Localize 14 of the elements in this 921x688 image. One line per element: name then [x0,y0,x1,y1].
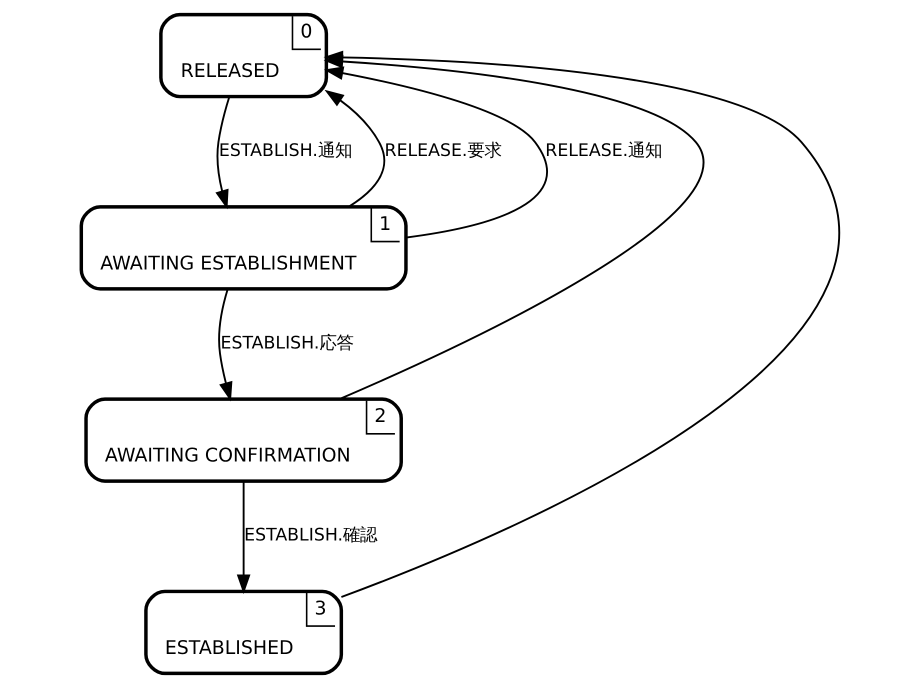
arrow [215,96,230,210]
arrow [324,90,386,208]
arrow [236,481,250,594]
node-box: 0 RELEASED [159,12,328,98]
edge-label: RELEASE.通知 [545,141,662,162]
edge-label: RELEASE.要求 [384,141,502,162]
edge-label: ESTABLISH.確認 [244,526,378,546]
arrow [324,66,548,238]
node-box: 1 AWAITING ESTABLISHMENT [80,205,408,291]
node-box: 3 ESTABLISHED [144,590,344,676]
edge-label: ESTABLISH.通知 [218,141,352,162]
arrow [218,288,232,402]
edge-label: ESTABLISH.応答 [220,333,354,354]
node-box: 2 AWAITING CONFIRMATION [84,397,403,483]
